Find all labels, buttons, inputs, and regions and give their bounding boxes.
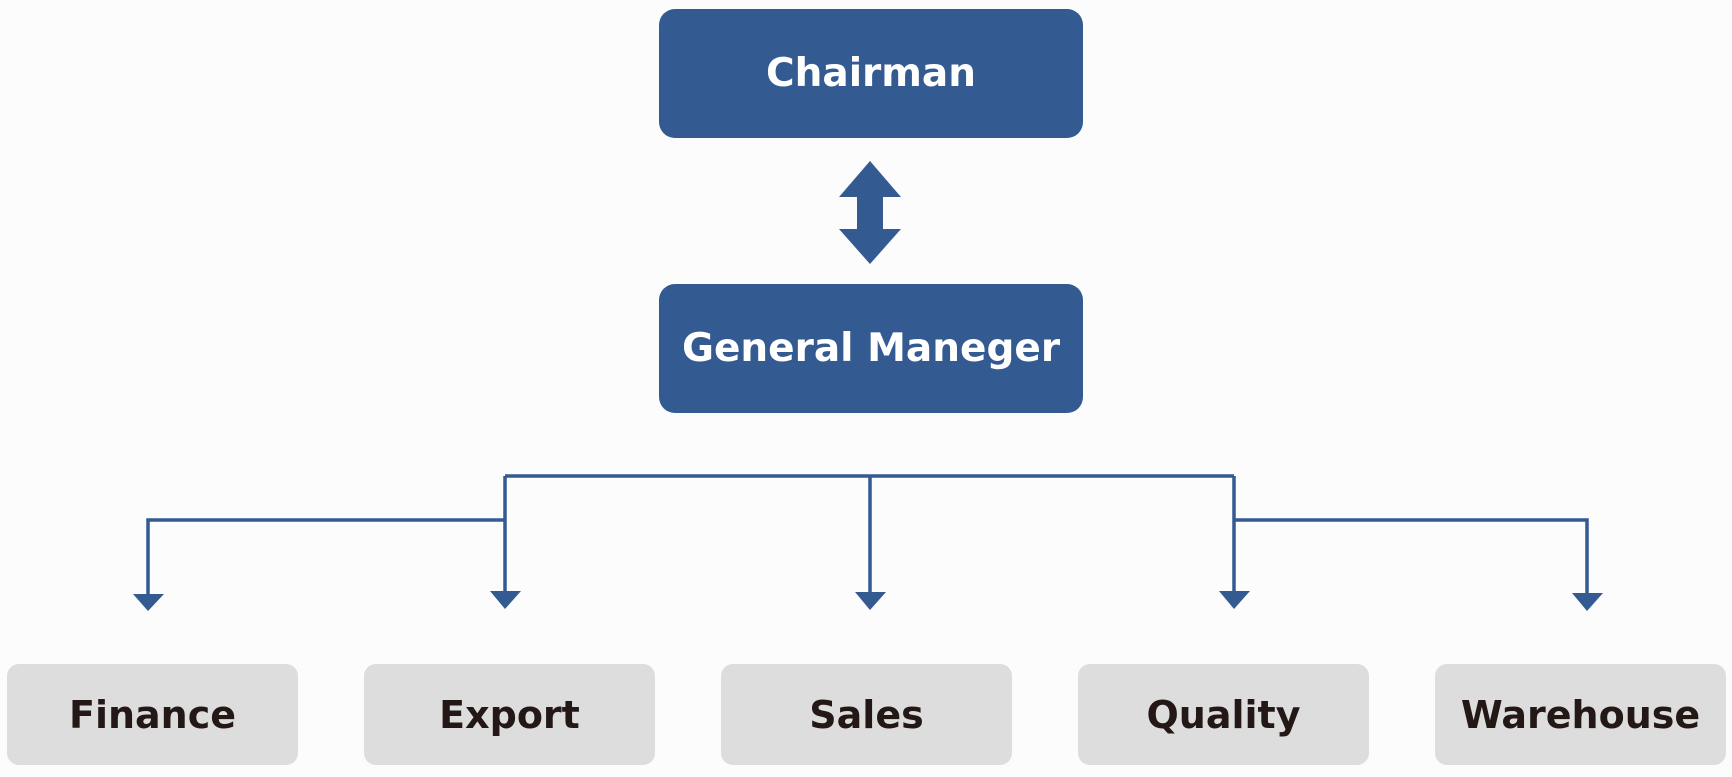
arrowheads	[133, 591, 1603, 611]
finance-connector	[146, 518, 505, 597]
department-box-sales: Sales	[721, 664, 1012, 765]
chairman-label: Chairman	[765, 51, 977, 96]
quality-arrow-icon	[1219, 591, 1250, 609]
department-box-warehouse: Warehouse	[1435, 664, 1726, 765]
department-box-export: Export	[364, 664, 655, 765]
chairman-box: Chairman	[659, 9, 1083, 138]
sales-arrow-icon	[855, 592, 886, 610]
department-label: Finance	[68, 692, 237, 737]
warehouse-connector	[1234, 518, 1589, 597]
connector-tree	[146, 474, 1589, 597]
department-box-quality: Quality	[1078, 664, 1369, 765]
department-box-finance: Finance	[7, 664, 298, 765]
department-label: Warehouse	[1460, 692, 1701, 737]
department-label: Quality	[1146, 692, 1301, 737]
department-label: Export	[439, 692, 580, 737]
general-manager-box: General Maneger	[659, 284, 1083, 413]
warehouse-arrow-icon	[1572, 593, 1603, 611]
export-arrow-icon	[490, 591, 521, 609]
general-manager-label: General Maneger	[681, 326, 1061, 371]
finance-arrow-icon	[133, 594, 164, 611]
double-arrow-icon	[839, 161, 901, 264]
department-label: Sales	[809, 692, 924, 737]
